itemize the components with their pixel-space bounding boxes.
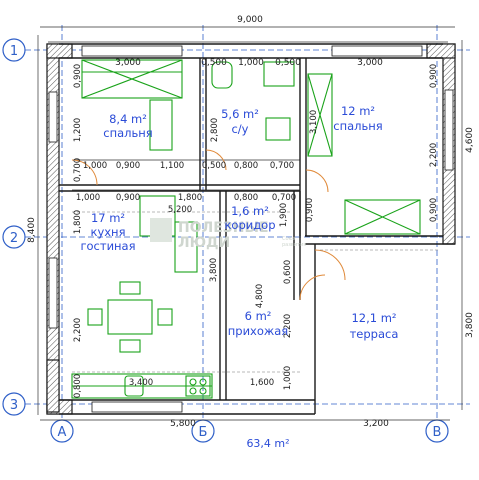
dim-top-1: 3,000 (115, 58, 141, 68)
room-hall-area: 6 m² (245, 309, 272, 323)
axis-label-a: А (58, 425, 67, 440)
dim-1900: 1,900 (279, 203, 289, 227)
room-bedroom1-name: спальня (103, 126, 152, 140)
dim-right-3: 0,900 (429, 198, 439, 222)
dimension-lines (37, 26, 463, 421)
room-bathroom-name: с/у (231, 122, 248, 136)
dim-2200-b: 2,200 (283, 314, 293, 338)
wall-outlines (59, 43, 455, 415)
dim-2800: 2,800 (210, 118, 220, 142)
dim-3800: 3,800 (209, 258, 219, 282)
dim-left-3: 0,700 (73, 158, 83, 182)
watermark-line3: Союз (282, 236, 296, 242)
dim-right-lower: 3,800 (465, 312, 475, 338)
watermark-line1: ПОЛЕЗНЫЕ (178, 220, 269, 236)
dim-0900-b: 0,900 (305, 198, 315, 222)
dim-3100: 3,100 (309, 110, 319, 134)
dim-top-4: 0,500 (275, 58, 301, 68)
dim-left-2: 1,200 (73, 118, 83, 142)
dim-right-1: 0,900 (429, 64, 439, 88)
doors (71, 149, 346, 301)
watermark-line4: развития (282, 242, 306, 248)
dim-5200: 5,200 (168, 205, 192, 215)
dim-row1-3: 1,100 (160, 161, 184, 171)
dim-top-2: 0,500 (201, 58, 227, 68)
dim-0600: 0,600 (283, 260, 293, 284)
axis-label-1: 1 (10, 44, 18, 59)
section-lines (72, 211, 440, 373)
axis-label-3: 3 (10, 398, 18, 413)
dim-left-4: 1,800 (73, 210, 83, 234)
dim-row2-4: 0,800 (234, 193, 258, 203)
dim-row2-1: 1,000 (76, 193, 100, 203)
dim-left-1: 0,900 (73, 64, 83, 88)
room-hall-name: прихожая (228, 324, 288, 338)
dim-4800: 4,800 (255, 284, 265, 308)
dim-1000: 1,000 (283, 366, 293, 390)
dim-left-6: 0,800 (73, 374, 83, 398)
total-area: 63,4 m² (246, 437, 289, 450)
axis-label-v: В (433, 425, 442, 440)
dim-1600: 1,600 (250, 378, 274, 388)
room-kitchen-name2: гостиная (80, 239, 135, 253)
room-bedroom2-area: 12 m² (341, 104, 375, 118)
room-corridor-name: коридор (224, 218, 275, 232)
dim-left-5: 2,200 (73, 318, 83, 342)
dim-row1-4: 0,500 (202, 161, 226, 171)
dim-row1-5: 0,800 (234, 161, 258, 171)
dim-bottom-right: 3,200 (363, 419, 389, 429)
room-corridor-area: 1,6 m² (231, 204, 269, 218)
dim-right-upper: 4,600 (465, 127, 475, 153)
room-terrace-name: терраса (350, 327, 399, 341)
dim-row1-2: 0,900 (116, 161, 140, 171)
furniture (71, 59, 421, 399)
axis-label-b: Б (199, 425, 208, 440)
dim-top-5: 3,000 (357, 58, 383, 68)
room-bathroom-area: 5,6 m² (221, 107, 259, 121)
dim-row1-1: 1,000 (83, 161, 107, 171)
room-bedroom2-name: спальня (333, 119, 382, 133)
room-terrace-area: 12,1 m² (351, 311, 396, 325)
dim-top-total: 9,000 (237, 15, 263, 25)
windows (48, 45, 454, 413)
room-kitchen-area: 17 m² (91, 211, 125, 225)
dim-top-3: 1,000 (238, 58, 264, 68)
room-bedroom1-area: 8,4 m² (109, 112, 147, 126)
dim-row2-2: 0,900 (116, 193, 140, 203)
dim-bottom-left: 5,800 (170, 419, 196, 429)
axis-label-2: 2 (10, 231, 18, 246)
watermark-line2: ЛЮДИ (178, 235, 230, 251)
dim-row1-6: 0,700 (270, 161, 294, 171)
dim-left-total: 8,400 (27, 217, 37, 243)
dim-row2-3: 1,800 (178, 193, 202, 203)
dim-3400: 3,400 (129, 378, 153, 388)
watermark-icon (150, 218, 172, 242)
dim-right-2: 2,200 (429, 143, 439, 167)
dim-row2-5: 0,700 (272, 193, 296, 203)
room-kitchen-name1: кухня (91, 225, 126, 239)
